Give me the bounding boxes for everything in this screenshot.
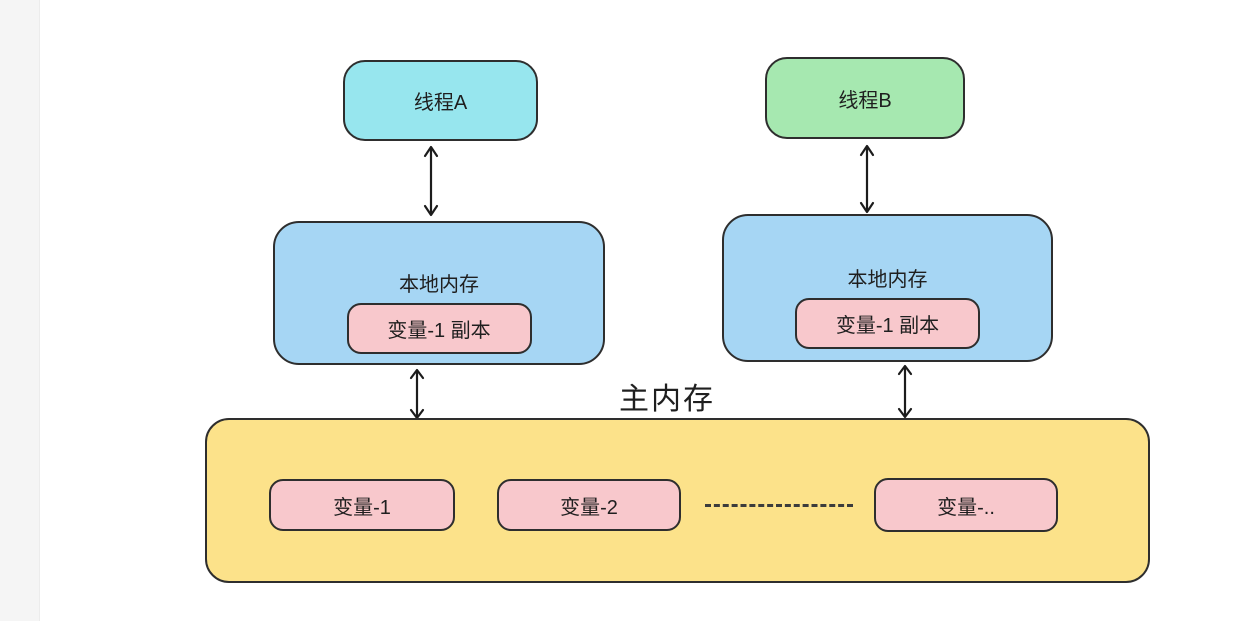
main-memory-variable-n: 变量-.. <box>874 478 1058 532</box>
thread-a-box: 线程A <box>343 60 538 141</box>
variable-label: 变量-1 <box>333 496 391 519</box>
variable-copy-label: 变量-1 副本 <box>835 315 940 337</box>
page-left-gutter <box>0 0 40 621</box>
thread-b-label: 线程B <box>838 89 892 112</box>
main-memory-variable-1: 变量-1 <box>269 479 455 531</box>
local-memory-b-variable-copy: 变量-1 副本 <box>795 298 980 349</box>
main-memory-variable-2: 变量-2 <box>497 479 681 531</box>
local-memory-a-label: 本地内存 <box>399 274 479 296</box>
thread-a-label: 线程A <box>413 92 468 114</box>
thread-b-box: 线程B <box>765 57 965 139</box>
local-memory-b-box: 本地内存 变量-1 副本 <box>722 214 1053 362</box>
local-memory-a-variable-copy: 变量-1 副本 <box>346 303 532 354</box>
arrow-thread-b-local-memory <box>855 143 879 215</box>
arrow-local-memory-b-main-memory <box>893 363 917 420</box>
main-memory-box: 变量-1 变量-2 变量-.. <box>205 418 1150 583</box>
main-memory-title: 主内存 <box>619 383 715 416</box>
variable-label: 变量-.. <box>937 496 995 519</box>
arrow-local-memory-a-main-memory <box>405 367 429 421</box>
ellipsis-dashed-line <box>705 504 853 507</box>
local-memory-a-box: 本地内存 变量-1 副本 <box>273 221 605 365</box>
variable-label: 变量-2 <box>560 496 618 519</box>
local-memory-b-label: 本地内存 <box>847 269 928 291</box>
arrow-thread-a-local-memory <box>419 144 443 218</box>
variable-copy-label: 变量-1 副本 <box>387 320 491 342</box>
